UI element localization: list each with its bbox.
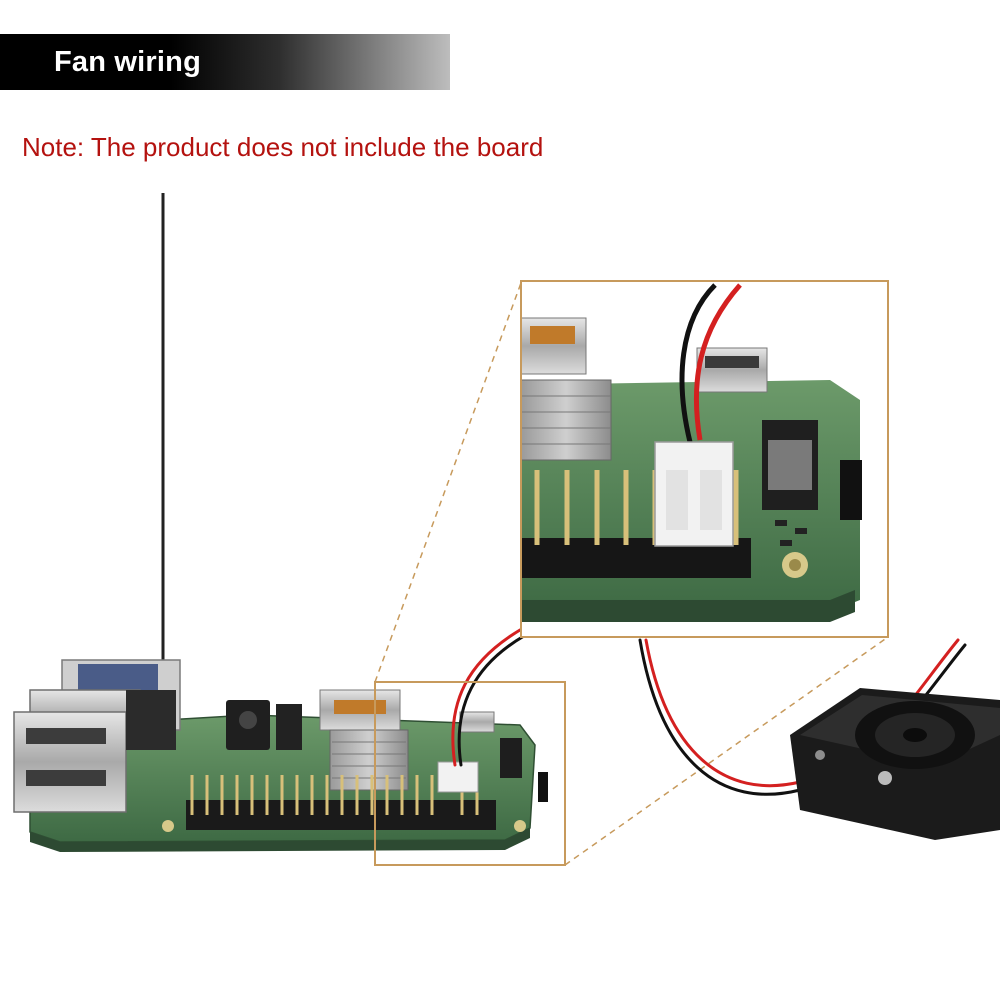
highlight-frame (374, 681, 566, 866)
zoom-guide-lines (374, 282, 889, 866)
note-text: Note: The product does not include the b… (22, 132, 544, 162)
jst-connector-icon (437, 761, 479, 793)
section-banner: Fan wiring (0, 34, 450, 90)
gpio-pins (190, 775, 479, 815)
zoom-callout-icon (520, 280, 889, 638)
banner-title: Fan wiring (54, 46, 201, 78)
cooling-fan-icon (790, 688, 1000, 840)
leader-line (155, 193, 171, 694)
single-board-computer-icon (13, 659, 548, 852)
